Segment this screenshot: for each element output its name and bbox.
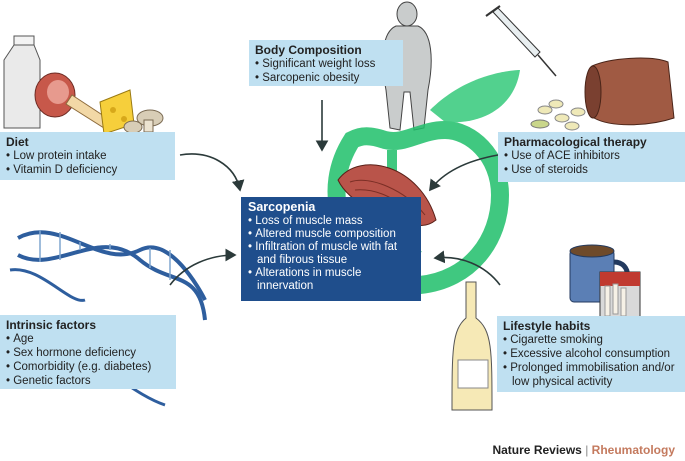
arrow-lifestyle — [433, 250, 501, 286]
pharmacological-box: Pharmacological therapy Use of ACE inhib… — [498, 132, 685, 182]
sarcopenia-item: Infiltration of muscle with fat and fibr… — [248, 241, 414, 267]
intrinsic-factors-item: Age — [6, 332, 170, 346]
intrinsic-factors-item: Sex hormone deficiency — [6, 346, 170, 360]
journal-section: Rheumatology — [591, 443, 675, 457]
lifestyle-habits-item: Prolonged immobilisation and/or low phys… — [503, 361, 679, 389]
sarcopenia-box: Sarcopenia Loss of muscle mass Altered m… — [241, 197, 421, 301]
dna-rungs — [39, 230, 171, 280]
journal-separator: | — [585, 443, 589, 457]
body-composition-box: Body Composition Significant weight loss… — [249, 40, 403, 86]
diet-item: Low protein intake — [6, 149, 169, 163]
diet-item: Vitamin D deficiency — [6, 163, 169, 177]
lifestyle-habits-item: Excessive alcohol consumption — [503, 347, 679, 361]
syringe-illustration — [485, 5, 557, 77]
pill-bottle-illustration — [530, 57, 675, 131]
sarcopenia-title: Sarcopenia — [248, 200, 316, 214]
arrows — [169, 100, 501, 286]
intrinsic-factors-box: Intrinsic factors Age Sex hormone defici… — [0, 315, 176, 389]
lifestyle-habits-box: Lifestyle habits Cigarette smoking Exces… — [497, 316, 685, 392]
intrinsic-factors-item: Comorbidity (e.g. diabetes) — [6, 360, 170, 374]
body-composition-title: Body Composition — [255, 43, 362, 57]
pharmacological-item: Use of ACE inhibitors — [504, 149, 679, 163]
sarcopenia-item: Altered muscle composition — [248, 228, 414, 241]
arrow-diet — [179, 153, 245, 192]
arrow-intrinsic — [169, 248, 237, 286]
pharmacological-title: Pharmacological therapy — [504, 135, 647, 149]
wine-bottle-illustration — [451, 281, 493, 411]
journal-name: Nature Reviews — [492, 443, 582, 457]
journal-credit: Nature Reviews | Rheumatology — [492, 443, 675, 457]
body-composition-item: Significant weight loss — [255, 57, 397, 71]
sarcopenia-item: Alterations in muscle innervation — [248, 267, 414, 293]
diet-title: Diet — [6, 135, 29, 149]
body-composition-item: Sarcopenic obesity — [255, 71, 397, 85]
arrow-pharma — [429, 154, 499, 192]
intrinsic-factors-title: Intrinsic factors — [6, 318, 97, 332]
sarcopenia-item: Loss of muscle mass — [248, 215, 414, 228]
pharmacological-item: Use of steroids — [504, 163, 679, 177]
lifestyle-habits-title: Lifestyle habits — [503, 319, 591, 333]
lifestyle-habits-item: Cigarette smoking — [503, 333, 679, 347]
intrinsic-factors-item: Genetic factors — [6, 374, 170, 388]
diet-box: Diet Low protein intake Vitamin D defici… — [0, 132, 175, 180]
diet-food-illustration — [3, 35, 164, 135]
